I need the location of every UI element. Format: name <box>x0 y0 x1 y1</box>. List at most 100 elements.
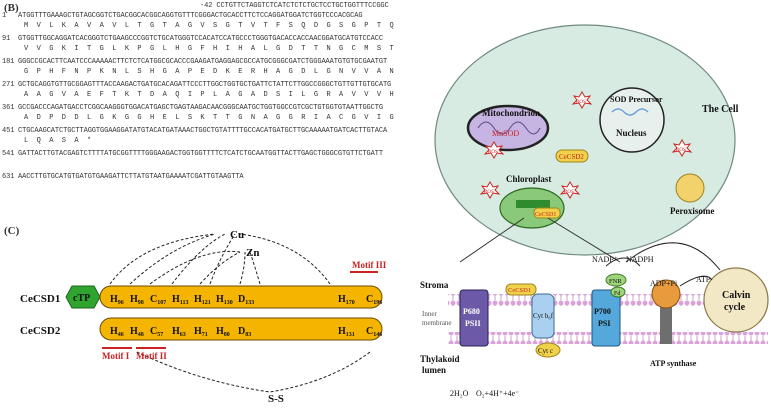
nadp-label: NADP⁺ <box>592 255 618 264</box>
inner-membrane-label-1: Inner <box>422 310 437 318</box>
upstream-sequence: -42 CCTGTTCTAGGTCTCATCTCTCTGCTCCTGCTGGTT… <box>200 2 389 10</box>
panel-b-label: (B) <box>4 2 19 14</box>
zoom-line-right <box>547 217 621 263</box>
fnr-label: FNR <box>609 278 622 285</box>
amino-acid-sequence: L Q A S A * <box>24 137 92 145</box>
zoom-line-left <box>459 217 525 263</box>
ctp-domain <box>65 285 101 309</box>
calvin-label-1: Calvin <box>722 290 751 301</box>
cu-label: Cu <box>230 229 244 241</box>
adp-label: ADP+Pi <box>650 279 678 288</box>
cristae <box>477 121 541 135</box>
nadph-label: NADPH <box>626 255 654 264</box>
cecsd2-domain <box>99 317 383 341</box>
nucleotide-sequence: GCCGACCCAGATGACCTCGGCAAGGGTGGACATGAGCTGA… <box>18 104 383 112</box>
seq-line-number: 361 <box>2 104 15 112</box>
cecsd1-name: CeCSD1 <box>20 293 60 305</box>
ros-icon <box>483 141 505 159</box>
nucleus-label: Nucleus <box>616 128 647 138</box>
metal-binding-lines <box>109 233 371 393</box>
ros-icon <box>559 181 581 199</box>
nucleotide-sequence: GTGGTTGGCAGGATCACGGGTCTGAAGCCCGGTCTGCATG… <box>18 35 383 43</box>
ros-icon <box>571 91 593 109</box>
sequence-panel: (B) -42 CCTGTTCTAGGTCTCATCTCTCTGCTCCTGCT… <box>0 0 420 220</box>
cecsd2-name: CeCSD2 <box>20 325 61 337</box>
oxygen-label: O₂+4H⁺+4e⁻ <box>476 389 519 398</box>
seq-line-number: 91 <box>2 35 11 43</box>
ctp-label: cTP <box>73 293 90 304</box>
cell-diagram: The Cell Mitochondrion MnSOD SOD Precurs… <box>420 24 769 398</box>
svg-text:ROS: ROS <box>564 190 574 195</box>
seq-line-number: 271 <box>2 81 15 89</box>
cell-title: The Cell <box>702 104 739 115</box>
seq-line-number: 181 <box>2 58 15 66</box>
svg-text:ROS: ROS <box>484 190 494 195</box>
inner-membrane-label-2: membrane <box>422 319 452 327</box>
psii-complex <box>459 289 489 347</box>
psi-complex <box>591 289 621 347</box>
panel-c-label: (C) <box>4 225 20 237</box>
disulfide-label: S-S <box>268 393 284 405</box>
ros-bursts: ROS ROS ROS ROS ROS <box>479 91 693 199</box>
svg-text:ROS: ROS <box>676 148 686 153</box>
mitochondrion-label: Mitochondrion <box>482 108 540 118</box>
thylakoid-label: Thylakoid <box>420 354 460 364</box>
amino-acid-sequence: V V G K I T G L K P G L H G F H I H A L … <box>24 45 394 53</box>
zn-label: Zn <box>246 247 259 259</box>
ros-icon <box>479 181 501 199</box>
nucleotide-sequence: GGGCCGCACTTCAATCCCAAAAACTTCTCTCATGGCGCAC… <box>18 58 388 66</box>
atp-synthase-stalk <box>660 300 672 344</box>
amino-acid-sequence: M V L K A V A V L T G T A G V S G T V T … <box>24 22 394 30</box>
cytb6f-complex <box>531 293 555 339</box>
nucleotide-sequence: GCTGCAGGTGTTGCGGAGTTTACCAAGACTGATGCACAGA… <box>18 81 392 89</box>
cytb6f-label: Cyt b₆f <box>533 312 554 320</box>
seq-line-number: 451 <box>2 127 15 135</box>
psii-label-2: PSII <box>465 319 481 328</box>
seq-line-number: 1 <box>2 12 7 20</box>
cytc <box>535 342 561 358</box>
peroxisome <box>675 173 705 203</box>
motif-i-label: Motif I <box>102 351 130 361</box>
seq-line-number: 631 <box>2 173 15 181</box>
water-label: 2H₂O <box>450 389 469 398</box>
calvin-label-2: cycle <box>724 302 746 313</box>
amino-acid-sequence: A A G V A E F T K T D A Q I P L A G A D … <box>24 91 394 99</box>
motif-iii-label: Motif III <box>352 260 387 270</box>
chloroplast-label: Chloroplast <box>506 174 551 184</box>
atp-to-calvin-arrow <box>679 275 713 287</box>
cecsd2-enzyme <box>555 149 589 163</box>
nadph-to-calvin-arrow <box>625 242 721 271</box>
lumen-label: lumen <box>422 365 446 375</box>
atp-synthase-head <box>651 279 681 309</box>
cytc-label: Cyt c <box>538 347 553 355</box>
svg-text:ROS: ROS <box>488 150 498 155</box>
calvin-cycle <box>703 267 769 333</box>
psii-label-1: P680 <box>463 307 480 316</box>
psi-label-2: PSI <box>598 319 610 328</box>
atp-synthase-label: ATP synthase <box>650 359 697 368</box>
amino-acid-sequence: A D P D D L G K G G H E L S K T T G N A … <box>24 114 394 122</box>
mitochondrion <box>466 104 550 152</box>
cecsd2-enzyme-label: CeCSD2 <box>559 153 584 161</box>
fd <box>610 286 626 298</box>
seq-line-number: 541 <box>2 150 15 158</box>
ros-icon <box>671 139 693 157</box>
mnsod-label: MnSOD <box>492 129 519 138</box>
nadph-arrow <box>605 257 641 267</box>
amino-acid-sequence: G P H F N P K N L S H G A P E D K E R H … <box>24 68 394 76</box>
fnr <box>605 273 627 287</box>
nucleotide-sequence: AACCTTGTGCATGTGATGTGAAGATTCTTATGTAATGAAA… <box>18 173 244 181</box>
dna-icon <box>611 108 649 116</box>
nucleotide-sequence: CTGCAAGCATCTGCTTAGGTGGAAGGATATGTACATGATA… <box>18 127 388 135</box>
cecsd1-cell-enzyme <box>533 207 561 219</box>
fd-label: Fd <box>614 291 620 297</box>
cecsd1-membrane-enzyme <box>505 283 537 296</box>
svg-text:ROS: ROS <box>576 100 586 105</box>
motif-ii-label: Motif II <box>136 351 167 361</box>
psi-label-1: P700 <box>594 307 611 316</box>
peroxisome-label: Peroxisome <box>670 206 714 216</box>
nucleotide-sequence: GATTACTTGTACGAGTCTTTTATGCGGTTTTGGGAAGACT… <box>18 150 383 158</box>
nucleus <box>599 87 665 153</box>
nucleotide-sequence: ATGGTTTGAAAGCTGTAGCGGTCTGACGGCACGGCAGGTG… <box>18 12 363 20</box>
